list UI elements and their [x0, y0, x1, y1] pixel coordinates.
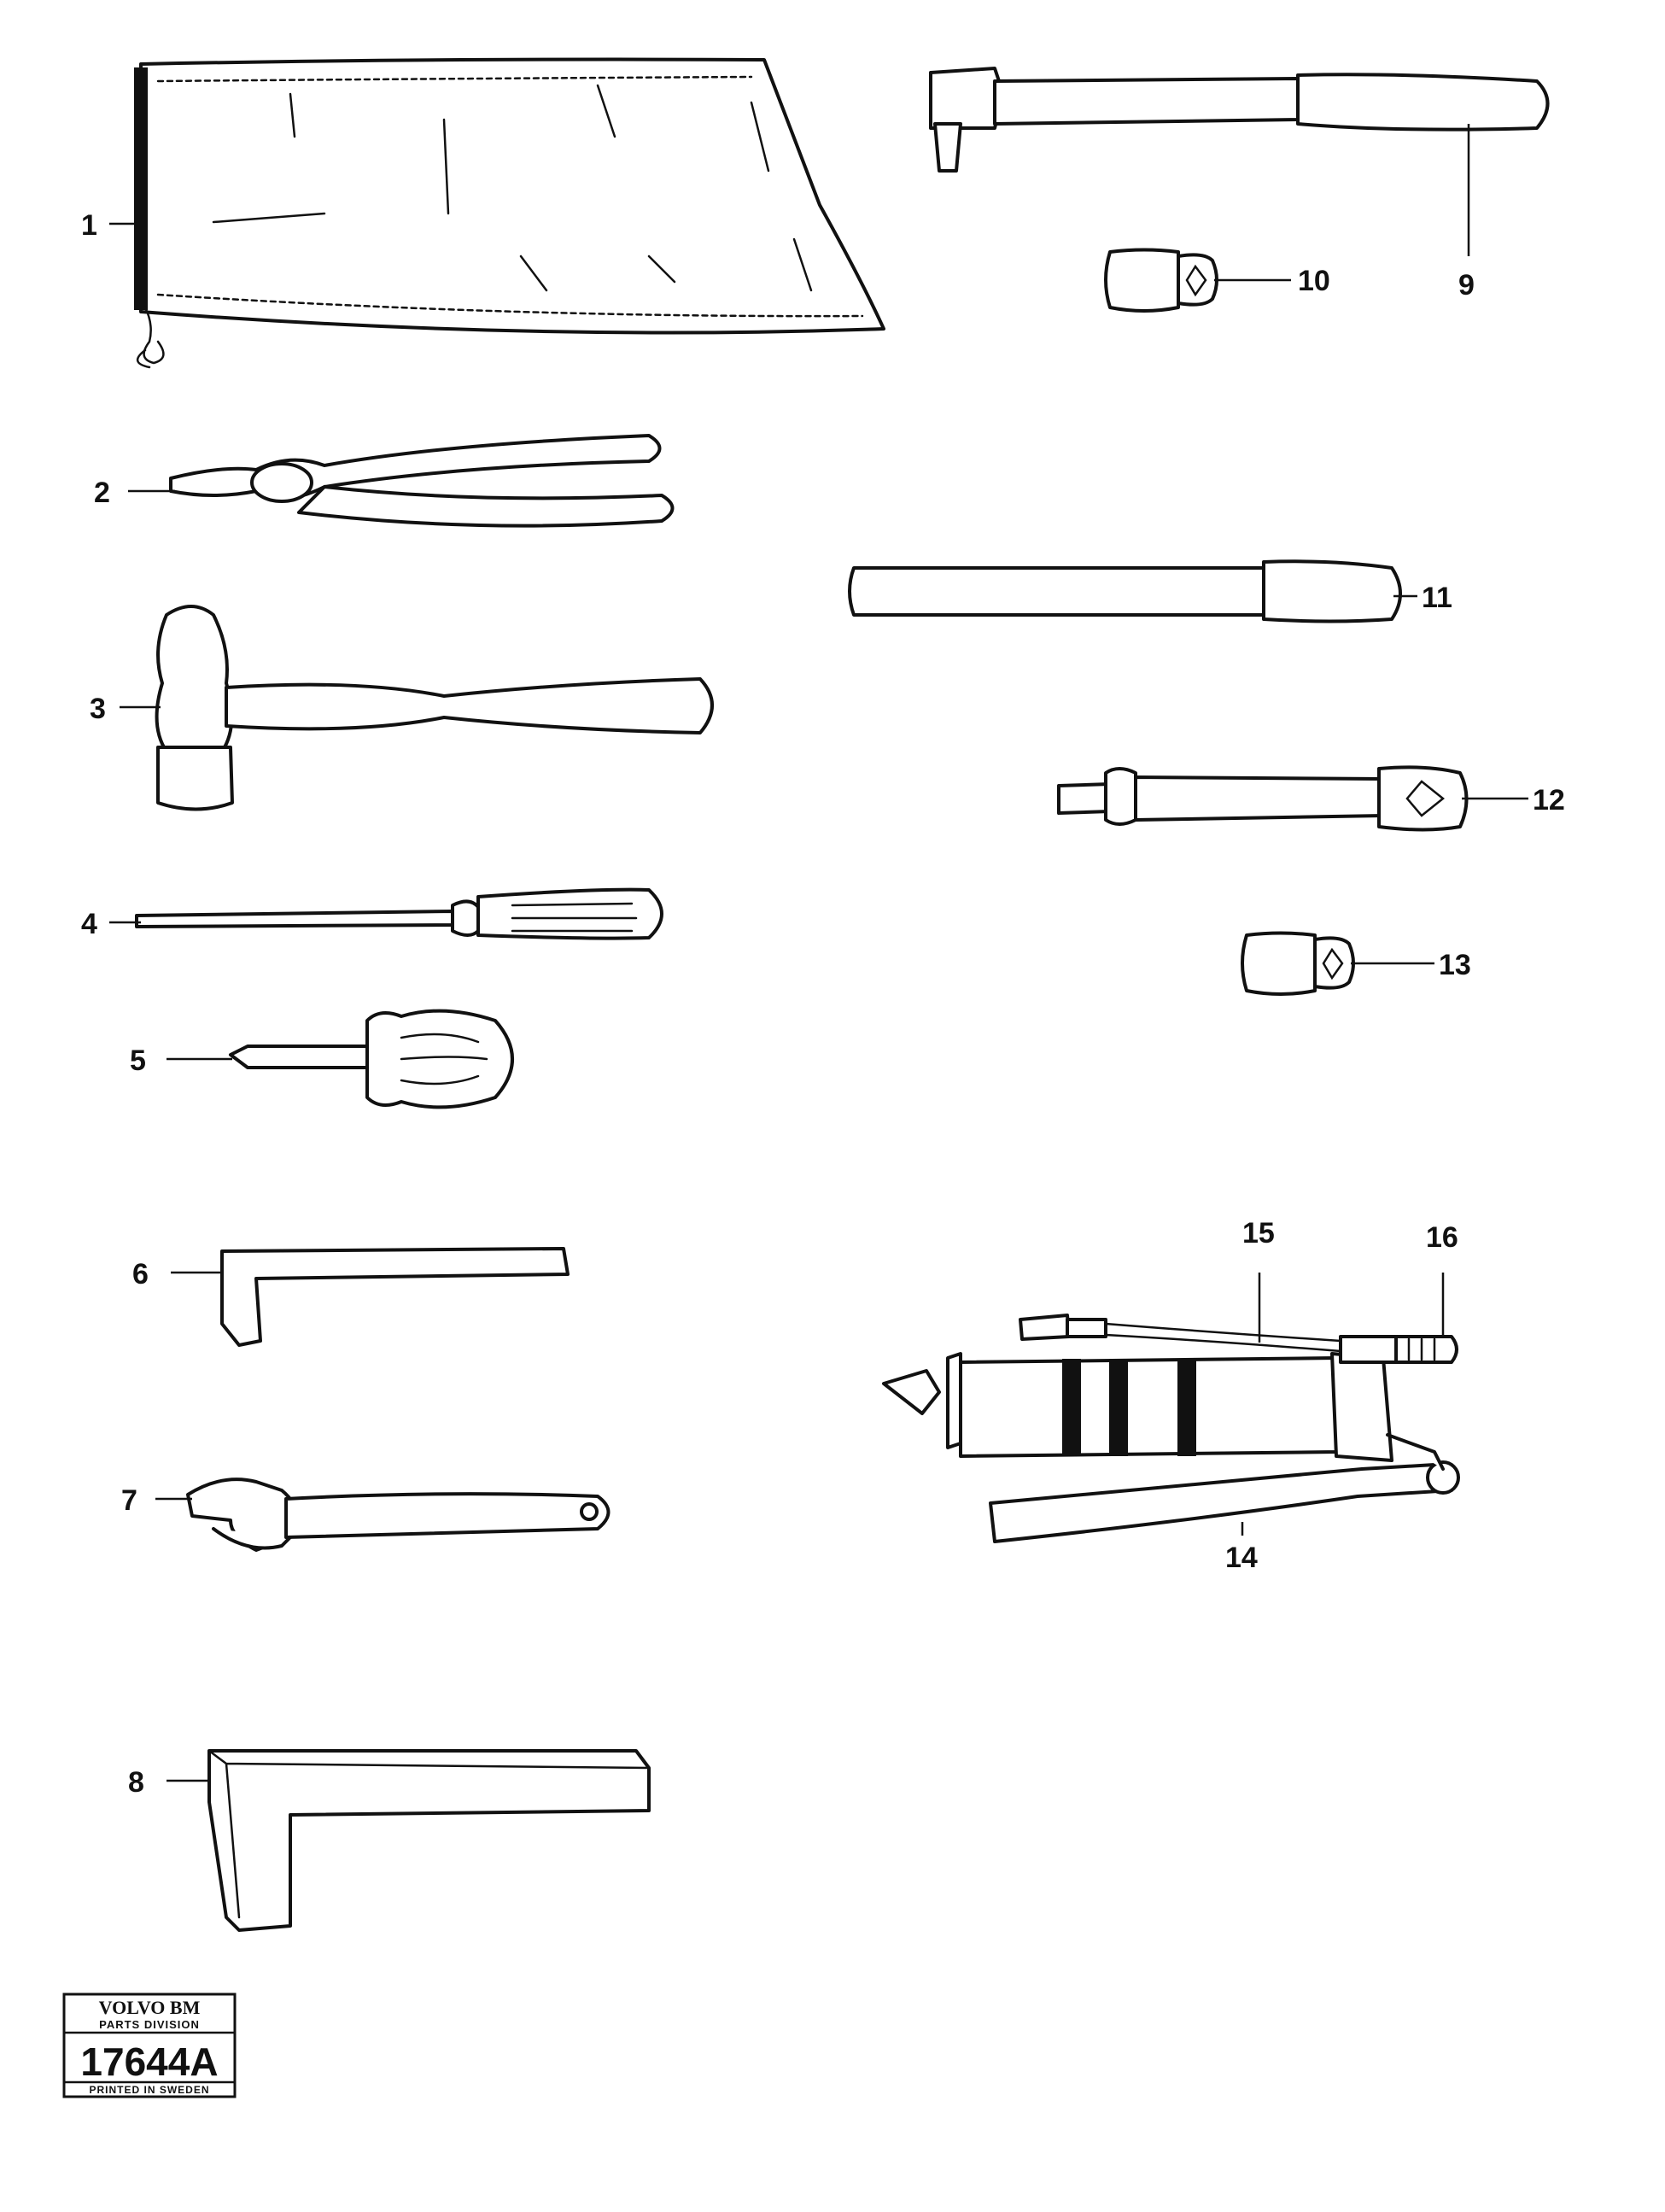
callout-4: 4: [81, 908, 97, 940]
small-hex-key: [220, 1247, 570, 1347]
stamp-number: 17644A: [80, 2039, 218, 2084]
hammer: [155, 605, 714, 811]
stamp-brand: VOLVO BM: [99, 1997, 201, 2018]
callout-3: 3: [90, 693, 106, 725]
extension-bar: [848, 559, 1402, 623]
callout-6: 6: [132, 1258, 149, 1290]
large-hex-key: [207, 1749, 651, 1932]
callout-15: 15: [1242, 1217, 1275, 1249]
callout-11: 11: [1422, 582, 1452, 614]
phillips-screwdriver: [229, 1009, 514, 1109]
callout-1: 1: [81, 209, 97, 242]
volvo-bm-stamp: VOLVO BM PARTS DIVISION 17644A PRINTED I…: [62, 1993, 237, 2098]
callout-labels: 1 2 3 4 5 6 7 8 9 10 11 12 13 14 15 16: [81, 209, 1565, 1799]
adjustable-wrench: [186, 1478, 610, 1552]
callout-7: 7: [121, 1484, 137, 1517]
callout-8: 8: [128, 1766, 144, 1799]
stamp-origin: PRINTED IN SWEDEN: [89, 2084, 209, 2096]
grease-gun: [882, 1352, 1460, 1543]
leader-lines: [109, 124, 1528, 1782]
callout-12: 12: [1533, 784, 1565, 816]
grease-nipple: [1339, 1335, 1458, 1364]
callout-16: 16: [1426, 1221, 1458, 1254]
socket-small: [1104, 248, 1218, 313]
callout-13: 13: [1439, 949, 1471, 981]
callout-14: 14: [1225, 1542, 1258, 1574]
callout-5: 5: [130, 1045, 146, 1077]
flat-screwdriver: [135, 887, 663, 940]
callout-10: 10: [1298, 265, 1330, 297]
socket-medium: [1241, 931, 1355, 996]
stamp-division: PARTS DIVISION: [99, 2018, 200, 2031]
socket-extension: [1057, 765, 1469, 832]
callout-2: 2: [94, 477, 110, 509]
grease-hose: [1019, 1314, 1342, 1353]
tool-bag: [134, 57, 885, 369]
ratchet-handle: [929, 67, 1550, 173]
pliers: [169, 434, 675, 528]
callout-9: 9: [1458, 269, 1475, 301]
